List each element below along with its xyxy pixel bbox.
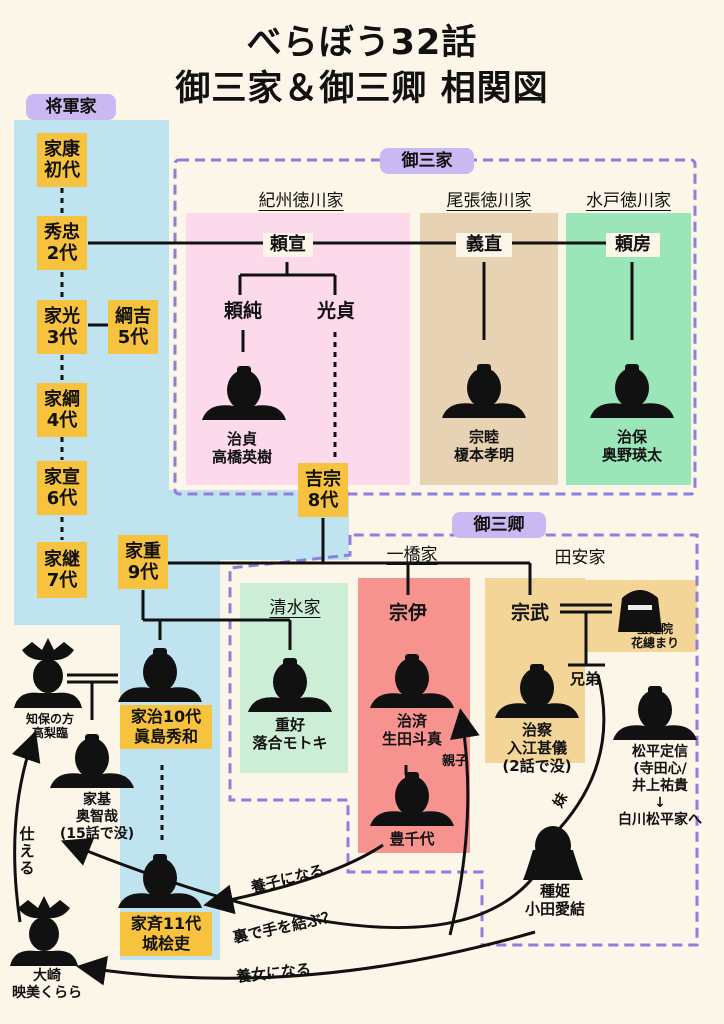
label-kyodai: 兄弟 bbox=[570, 670, 601, 688]
caption-osaki: 大崎映美くらら bbox=[12, 968, 82, 1001]
house-owari: 尾張徳川家 bbox=[446, 191, 532, 211]
caption-hourenin: 宝蓮院花總まり bbox=[630, 622, 679, 650]
name-yorifusa: 頼房 bbox=[606, 233, 660, 257]
house-hitotsubashi: 一橋家 bbox=[386, 545, 438, 565]
caption-tanehime: 種姫小田愛結 bbox=[524, 882, 585, 918]
name-yorinobu: 頼宣 bbox=[263, 233, 313, 257]
caption-harusada: 治済生田斗真 bbox=[381, 712, 442, 748]
caption-munechika: 宗睦榎本孝明 bbox=[453, 428, 514, 464]
name-munetake: 宗武 bbox=[510, 602, 549, 624]
tag-gosanke: 御三家 bbox=[380, 148, 474, 174]
owari-panel bbox=[420, 213, 558, 485]
house-shimizu: 清水家 bbox=[269, 598, 321, 618]
tag-shogun: 将軍家 bbox=[26, 94, 116, 120]
caption-iemoto: 家基奥智哉(15話で没) bbox=[59, 792, 135, 842]
caption-ieharu: 家治10代眞島秀和 bbox=[120, 705, 212, 749]
label-oyako: 親子 bbox=[442, 754, 469, 769]
caption-harusato: 治察入江甚儀(2話で没) bbox=[502, 721, 572, 775]
caption-sadanobu: 松平定信(寺田心/井上祐貴↓白川松平家へ bbox=[618, 744, 702, 828]
caption-harumori: 治保奥野瑛太 bbox=[601, 428, 662, 464]
caption-toyochiyo: 豊千代 bbox=[389, 830, 435, 848]
name-yorimoto: 頼純 bbox=[223, 300, 262, 322]
name-munetada: 宗伊 bbox=[388, 602, 427, 624]
mito-panel bbox=[566, 213, 691, 485]
caption-haruyoshi: 治貞高橋英樹 bbox=[211, 430, 272, 466]
caption-chiho: 知保の方高梨臨 bbox=[25, 712, 74, 740]
shogun-ieyasu: 家康初代 bbox=[37, 133, 87, 187]
page-title-line2: 御三家＆御三卿 相関図 bbox=[175, 69, 549, 109]
house-mito: 水戸徳川家 bbox=[586, 191, 671, 211]
caption-ienari: 家斉11代城桧吏 bbox=[120, 912, 212, 956]
house-tayasu: 田安家 bbox=[554, 548, 606, 568]
name-mitsusada: 光貞 bbox=[316, 300, 355, 322]
label-tsukaeru: 仕える bbox=[19, 825, 35, 877]
caption-shigeyoshi: 重好落合モトキ bbox=[252, 716, 328, 752]
house-kishu: 紀州徳川家 bbox=[258, 191, 344, 211]
page-title-line1: べらぼう32話 bbox=[246, 23, 478, 63]
tag-gosankyo: 御三卿 bbox=[452, 512, 546, 538]
kishu-panel bbox=[186, 213, 410, 485]
name-yoshinao: 義直 bbox=[456, 233, 512, 257]
